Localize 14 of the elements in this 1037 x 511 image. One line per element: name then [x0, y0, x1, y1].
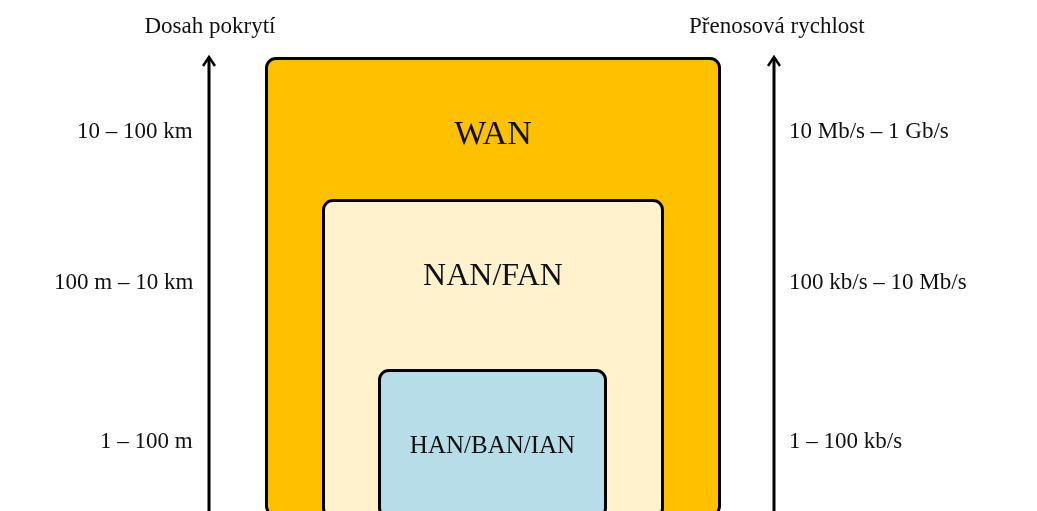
- range-label: 100 m – 10 km: [54, 269, 194, 293]
- range-label: 10 – 100 km: [77, 118, 193, 142]
- rate-label: 10 Mb/s – 1 Gb/s: [789, 118, 949, 142]
- network-label: NAN/FAN: [422, 258, 564, 290]
- network-box: [265, 57, 721, 511]
- network-box: [378, 369, 607, 511]
- rate-label: 100 kb/s – 10 Mb/s: [789, 269, 967, 293]
- axis-title: Přenosová rychlost: [689, 13, 865, 37]
- network-label: HAN/BAN/IAN: [408, 432, 577, 457]
- network-box: [322, 199, 664, 511]
- axis-title: Dosah pokrytí: [144, 13, 276, 37]
- range-label: 1 – 100 m: [100, 428, 193, 452]
- network-label: WAN: [453, 116, 533, 150]
- rate-label: 1 – 100 kb/s: [789, 428, 903, 452]
